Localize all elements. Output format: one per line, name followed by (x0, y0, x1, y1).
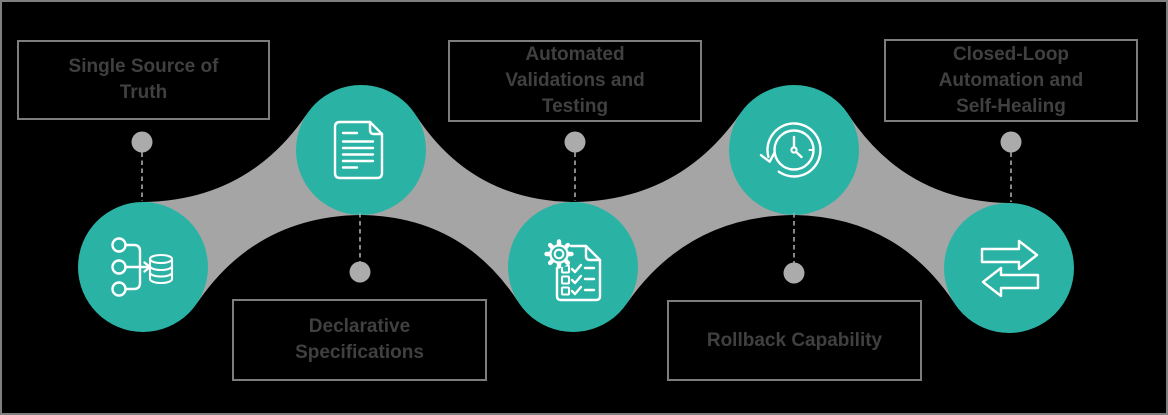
connector-dot-1 (131, 131, 153, 153)
connector-dot-4 (783, 262, 805, 284)
gear-checklist-icon (544, 239, 602, 302)
merge-to-database-icon (111, 237, 174, 297)
gear-icon (544, 239, 574, 269)
step-circle-5 (944, 203, 1074, 333)
label-box-automated-validations-testing: Automated Validations and Testing (448, 40, 702, 122)
connector-dot-3 (564, 131, 586, 153)
connector-dot-5 (1000, 131, 1022, 153)
step-circle-3 (508, 202, 638, 332)
connector-links (131, 131, 1022, 284)
label-box-declarative-specifications: Declarative Specifications (232, 299, 487, 381)
label-box-closed-loop-automation: Closed-Loop Automation and Self-Healing (884, 39, 1138, 122)
connector-dot-2 (349, 261, 371, 283)
label-box-single-source-of-truth: Single Source of Truth (17, 40, 270, 120)
step-circle-2 (296, 85, 426, 215)
loop-arrows-icon (980, 239, 1040, 298)
history-clock-icon (759, 122, 822, 178)
document-icon (333, 120, 384, 180)
label-box-rollback-capability: Rollback Capability (667, 300, 922, 381)
